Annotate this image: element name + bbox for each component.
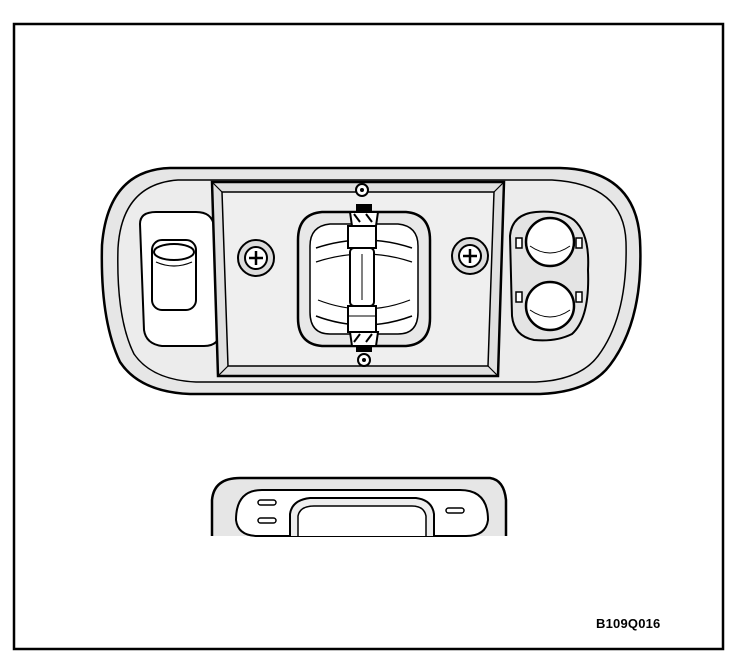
- left-mounting-screw: [237, 239, 275, 277]
- right-mounting-screw: [451, 237, 489, 275]
- festoon-bulb: [347, 225, 377, 333]
- lamp-lens-cover: [210, 476, 508, 537]
- lens-clips: [515, 237, 583, 303]
- left-switch-bezel: [138, 211, 222, 347]
- spot-lens-upper: [524, 216, 576, 268]
- spot-lens-lower: [524, 280, 576, 332]
- figure-code: B109Q016: [596, 616, 661, 631]
- bottom-alignment-pin: [357, 353, 371, 367]
- lamp-switch-knob: [151, 239, 197, 311]
- top-alignment-pin: [355, 183, 369, 197]
